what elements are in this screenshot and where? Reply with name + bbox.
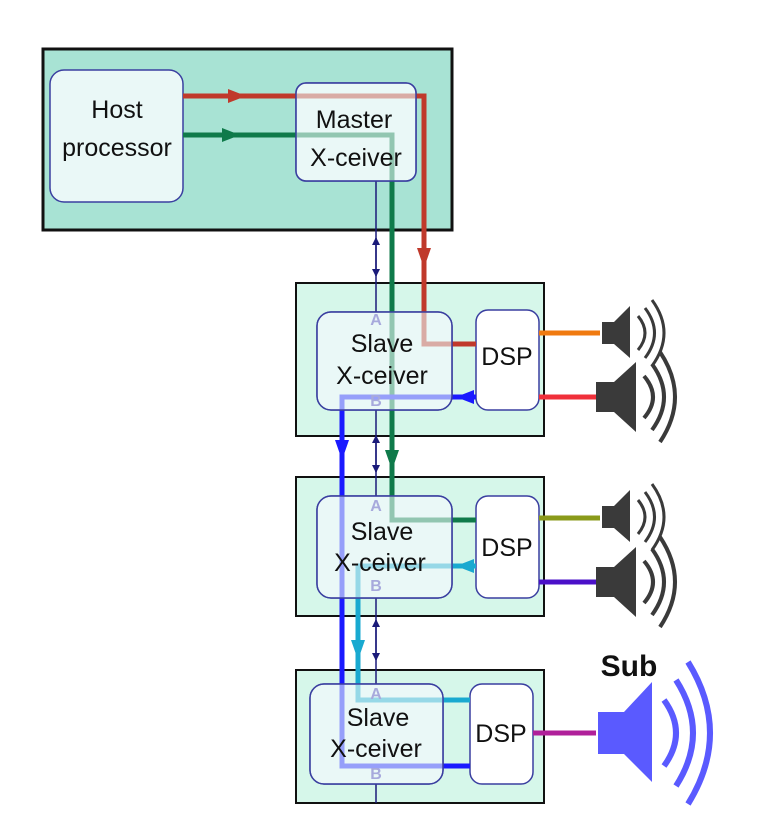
master-label-line1: Master: [316, 106, 392, 134]
cyan-arrow-head-2: [351, 640, 365, 660]
slave-3-port-a: A: [370, 686, 382, 703]
slave-3-port-b: B: [370, 766, 382, 783]
slave-3-label-line2: X-ceiver: [330, 735, 422, 763]
host-label-line2: processor: [62, 134, 172, 162]
blue-arrow-head-1: [456, 390, 474, 404]
slave-3-label-line1: Slave: [347, 704, 410, 732]
slave-2-port-b: B: [370, 578, 382, 595]
subwoofer-speaker-icon: [598, 660, 713, 806]
dsp-2-label: DSP: [481, 534, 532, 562]
host-label-line1: Host: [91, 96, 142, 124]
dsp-box-2: [475, 495, 540, 599]
master-label-line2: X-ceiver: [310, 144, 402, 172]
slave-1-label-line2: X-ceiver: [336, 362, 428, 390]
slave-1-port-b: B: [370, 393, 382, 410]
speaker-icon-2: [596, 350, 677, 444]
slave-1-label-line1: Slave: [351, 330, 414, 358]
dsp-3-label: DSP: [475, 720, 526, 748]
slave-2-label-line2: X-ceiver: [334, 549, 426, 577]
speaker-icon-1: [602, 299, 666, 367]
dsp-box-1: [475, 309, 540, 411]
red-arrow-head-1: [228, 89, 246, 103]
sub-label: Sub: [601, 650, 658, 683]
green-arrow-head-1: [222, 128, 240, 142]
slave-2-label-line1: Slave: [351, 518, 414, 546]
red-arrow-head-2: [417, 248, 431, 268]
slave-1-port-a: A: [370, 312, 382, 329]
dsp-1-label: DSP: [481, 343, 532, 371]
speaker-icon-3: [602, 483, 666, 551]
speaker-icon-4: [596, 535, 677, 629]
cyan-arrow-head-1: [456, 559, 474, 573]
blue-arrow-head-2: [335, 440, 349, 460]
red-signal-path: [183, 93, 427, 272]
slave-2-port-a: A: [370, 498, 382, 515]
green-arrow-head-2: [385, 450, 399, 470]
